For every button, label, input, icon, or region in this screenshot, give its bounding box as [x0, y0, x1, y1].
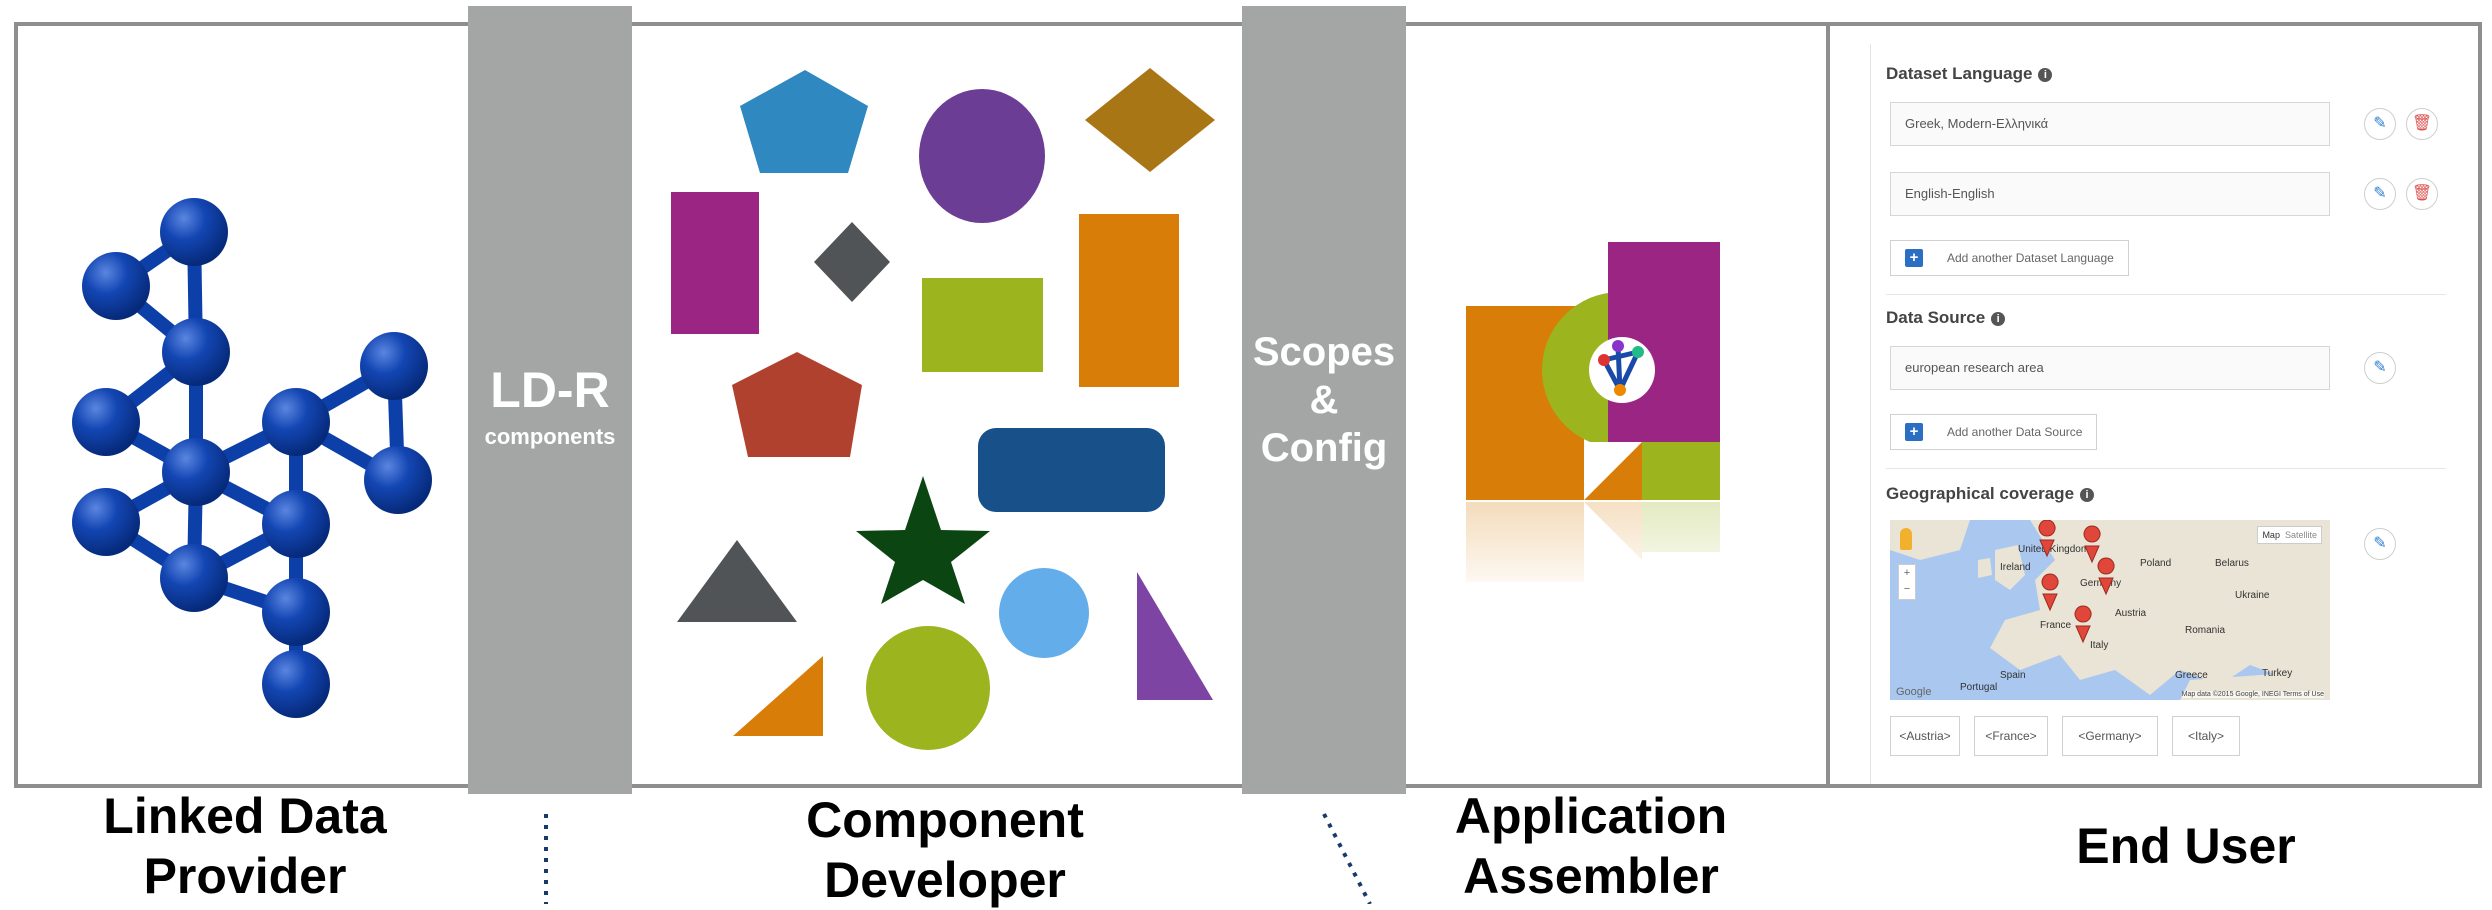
end-user-label: End User: [2076, 818, 2296, 874]
map-label: Poland: [2140, 558, 2172, 569]
info-icon: i: [1991, 311, 2006, 326]
map-label: Spain: [2000, 670, 2026, 681]
map-label: Belarus: [2215, 558, 2249, 569]
language-field-1[interactable]: Greek, Modern-Ελληνικά: [1890, 102, 2330, 146]
map-type-control[interactable]: Map Satellite: [2257, 526, 2322, 544]
red-pentagon-shape: [732, 352, 862, 457]
dark-green-star-shape: [856, 476, 990, 604]
ldr-subtitle: components: [484, 424, 616, 449]
gray-diamond-shape: [814, 222, 890, 302]
map-label: Turkey: [2262, 668, 2293, 679]
edit-icon[interactable]: ✎: [2364, 108, 2396, 140]
map-attribution: Map data ©2015 Google, INEGI Terms of Us…: [2181, 691, 2324, 698]
map-label: United Kingdom: [2018, 544, 2090, 555]
navy-rounded-rect-shape: [978, 428, 1165, 512]
pegman-icon[interactable]: [1900, 528, 1912, 550]
ldr-components-bar: LD-R components: [468, 6, 632, 794]
map-marker-icon[interactable]: [2074, 605, 2092, 644]
map-marker-icon[interactable]: [2097, 557, 2115, 596]
add-language-button[interactable]: + Add another Dataset Language: [1890, 240, 2129, 276]
map-tab[interactable]: Map: [2262, 530, 2280, 540]
form-left-rule: [1870, 44, 1871, 784]
tag-austria[interactable]: <Austria>: [1890, 716, 1960, 756]
satellite-tab[interactable]: Satellite: [2284, 530, 2317, 540]
info-icon: i: [2038, 67, 2053, 82]
map-label: Romania: [2185, 625, 2226, 636]
delete-icon[interactable]: 🗑: [2406, 178, 2438, 210]
map-label: Portugal: [1960, 682, 1998, 693]
map-label: Germany: [2080, 578, 2122, 589]
scopes-line2: &: [1309, 378, 1339, 422]
language-field-2[interactable]: English-English: [1890, 172, 2330, 216]
gray-triangle-shape: [677, 540, 797, 622]
olive-circle-shape: [866, 626, 990, 750]
purple-triangle-shape: [1137, 572, 1213, 700]
edit-icon[interactable]: ✎: [2364, 528, 2396, 560]
edit-icon[interactable]: ✎: [2364, 352, 2396, 384]
brown-diamond-shape: [1085, 68, 1215, 172]
plus-icon: +: [1905, 249, 1923, 267]
map-marker-icon[interactable]: [2083, 525, 2101, 564]
plus-icon: +: [1905, 423, 1923, 441]
provider-panel: [14, 22, 484, 788]
tag-italy[interactable]: <Italy>: [2172, 716, 2240, 756]
orange-rect-shape: [1079, 214, 1179, 387]
section-divider: [1886, 294, 2446, 295]
map-label: France: [2040, 620, 2072, 631]
tag-france[interactable]: <France>: [1974, 716, 2048, 756]
data-source-field[interactable]: european research area: [1890, 346, 2330, 390]
delete-icon[interactable]: 🗑: [2406, 108, 2438, 140]
map-label: Greece: [2175, 670, 2208, 681]
map-label: Austria: [2115, 608, 2147, 619]
green-rect-shape: [922, 278, 1043, 372]
map-label: Italy: [2090, 640, 2109, 651]
scopes-line1: Scopes: [1252, 330, 1396, 374]
scopes-line3: Config: [1260, 426, 1388, 470]
map-marker-icon[interactable]: [2041, 573, 2059, 612]
map-markers: [2038, 520, 2115, 644]
map-widget[interactable]: Map Satellite +− Ireland United Kingdom …: [1890, 520, 2330, 700]
info-icon: i: [2080, 487, 2095, 502]
tag-germany[interactable]: <Germany>: [2062, 716, 2158, 756]
ldr-title: LD-R: [490, 362, 610, 418]
map-label: Ukraine: [2235, 590, 2270, 601]
add-data-source-button[interactable]: + Add another Data Source: [1890, 414, 2098, 450]
purple-circle-shape: [919, 89, 1045, 223]
edit-icon[interactable]: ✎: [2364, 178, 2396, 210]
scopes-config-bar: Scopes & Config: [1242, 6, 1406, 794]
google-logo: Google: [1896, 686, 1932, 698]
blue-pentagon-shape: [740, 70, 868, 173]
orange-triangle-shape: [733, 656, 823, 736]
light-blue-circle-shape: [999, 568, 1089, 658]
magenta-rect-shape: [671, 192, 759, 334]
molecule-icon: [72, 198, 432, 718]
zoom-control[interactable]: +−: [1898, 564, 1916, 600]
map-label: Ireland: [2000, 562, 2031, 573]
section-divider: [1886, 468, 2446, 469]
map-marker-icon[interactable]: [2038, 520, 2056, 558]
